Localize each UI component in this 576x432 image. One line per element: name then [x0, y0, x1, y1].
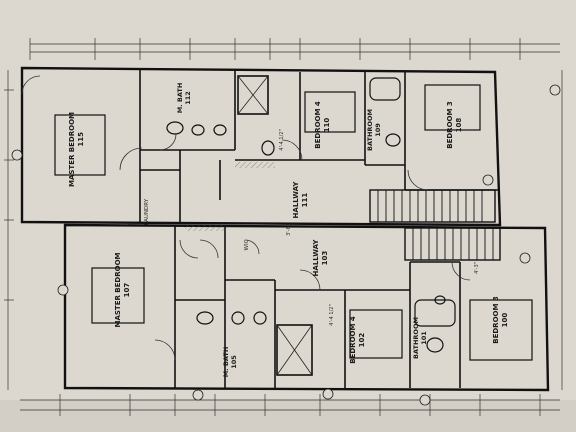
upper-hallway-label: HALLWAY	[292, 181, 300, 219]
upper-hallway-num: 111	[301, 193, 309, 208]
bedroom3-bed-upper	[424, 84, 481, 131]
bathtub-upper	[369, 77, 401, 101]
lower-master-bedroom-label: MASTER BEDROOM	[114, 252, 122, 327]
upper-stairs	[369, 189, 496, 223]
upper-bathroom-label: BATHROOM	[366, 109, 374, 151]
upper-bedroom4-label: BEDROOM 4	[314, 101, 322, 149]
lower-bedroom4-label: BEDROOM 4	[349, 316, 357, 364]
lower-mbath-num: 105	[230, 355, 238, 369]
upper-mbath-num: 112	[184, 91, 192, 105]
dim-note-2: 3'-6"	[286, 224, 292, 236]
lower-hallway-label: HALLWAY	[312, 239, 320, 277]
lower-master-bedroom-num: 107	[123, 283, 131, 298]
lower-unit-walls	[63, 223, 550, 392]
lower-stairs	[404, 227, 501, 261]
side-dimension-lines	[4, 70, 563, 390]
dim-note-1: 4'-4 1/2"	[279, 129, 285, 150]
upper-master-bedroom-label: MASTER BEDROOM	[68, 112, 76, 187]
upper-bedroom4-num: 110	[323, 118, 331, 133]
master-bed-lower	[91, 267, 145, 324]
grid-bubbles	[11, 84, 561, 406]
lower-wic-label: WIC	[244, 239, 250, 250]
upper-mbath-label: M. BATH	[176, 83, 184, 114]
lower-bathroom-num: 101	[420, 331, 428, 345]
upper-bathroom-num: 109	[374, 123, 382, 137]
upper-furniture	[54, 77, 481, 176]
bedroom3-bed-lower	[469, 299, 533, 361]
lower-bedroom3-label: BEDROOM 3	[492, 296, 500, 344]
lower-mbath-label: M. BATH	[222, 347, 230, 378]
lower-bathroom-label: BATHROOM	[412, 317, 420, 359]
lower-interior-walls	[174, 225, 461, 388]
upper-master-bedroom-num: 115	[77, 132, 85, 147]
bedroom4-bed-lower	[349, 309, 403, 359]
lower-bedroom4-num: 102	[358, 333, 366, 348]
lower-bedroom3-num: 100	[501, 313, 509, 328]
lower-furniture	[91, 267, 533, 361]
lower-door-swings	[154, 239, 471, 361]
top-dimension-lines	[29, 38, 560, 60]
dim-note-3: 4'-4 1/2"	[329, 304, 335, 325]
lower-hallway-num: 103	[321, 251, 329, 266]
dim-note-4: 4'-3"	[474, 262, 480, 274]
upper-bedroom3-num: 108	[455, 118, 463, 133]
upper-bedroom3-label: BEDROOM 3	[446, 101, 454, 149]
upper-laundry-label: LAUNDRY	[144, 198, 150, 225]
bedroom4-bed-upper	[304, 91, 356, 133]
upper-door-swings	[21, 75, 429, 191]
bottom-dimension-lines	[20, 394, 560, 416]
toilet-upper-mbath	[166, 121, 184, 135]
master-bed-upper	[54, 114, 106, 176]
upper-unit-walls	[20, 66, 502, 227]
